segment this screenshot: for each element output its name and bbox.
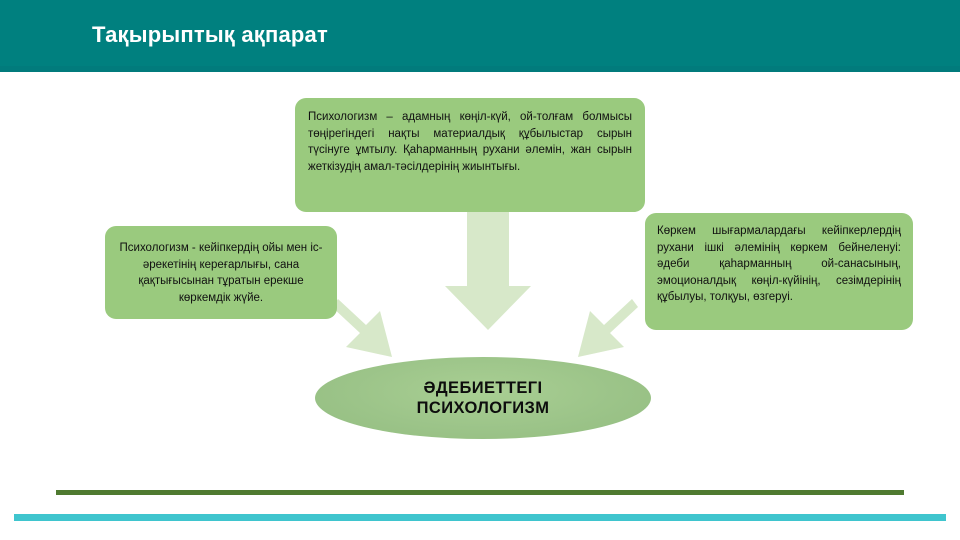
definition-box-left: Психологизм - кейіпкердің ойы мен іс-әре… xyxy=(105,226,337,319)
arrow-down-left-icon xyxy=(578,299,638,357)
central-concept-label: ӘДЕБИЕТТЕГІ ПСИХОЛОГИЗМ xyxy=(416,379,550,417)
page-title: Тақырыптық ақпарат xyxy=(92,22,328,47)
definition-box-top: Психологизм – адамның көңіл-күй, ой-толғ… xyxy=(295,98,645,212)
definition-box-right: Көркем шығармалардағы кейіпкерлердің рух… xyxy=(645,213,913,330)
arrow-down-right-icon xyxy=(332,299,392,357)
arrow-down-icon xyxy=(445,210,531,330)
central-concept-ellipse: ӘДЕБИЕТТЕГІ ПСИХОЛОГИЗМ xyxy=(315,357,651,439)
definition-box-left-text: Психологизм - кейіпкердің ойы мен іс-әре… xyxy=(119,242,323,304)
definition-box-right-text: Көркем шығармалардағы кейіпкерлердің рух… xyxy=(657,225,901,303)
header-band-shadow xyxy=(0,66,960,72)
definition-box-top-text: Психологизм – адамның көңіл-күй, ой-толғ… xyxy=(308,111,632,173)
header-band xyxy=(0,0,960,72)
footer-rule-cyan xyxy=(14,514,946,521)
footer-rule-olive xyxy=(56,490,904,495)
